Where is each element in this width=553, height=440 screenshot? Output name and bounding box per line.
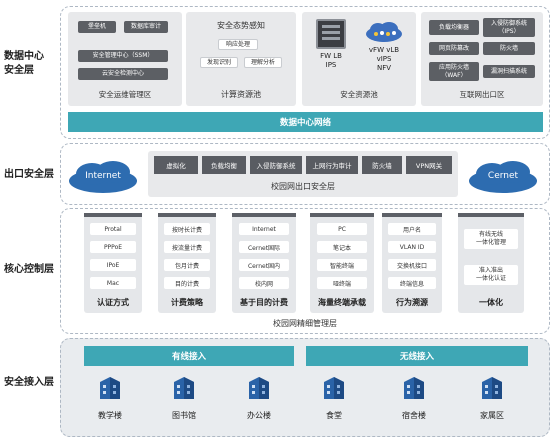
integration-column: 有线无线 一体化管理 准入准出 一体化认证 一体化 xyxy=(458,213,524,313)
cernet-cloud-label: Cernet xyxy=(487,171,519,181)
vpn-gateway: VPN网关 xyxy=(406,156,452,174)
purpose-billing-title: 基于目的计费 xyxy=(240,298,288,307)
trace-item: 终端信息 xyxy=(388,277,436,289)
purpose-item: Cernet国际 xyxy=(239,241,289,253)
core-layer-label: 核心控制层 xyxy=(4,264,54,275)
trace-item: VLAN ID xyxy=(388,241,436,253)
building-library-label: 图书馆 xyxy=(172,411,196,420)
building-teaching-label: 教学楼 xyxy=(98,411,122,420)
firewall-exit: 防火墙 xyxy=(362,156,402,174)
purpose-billing-column: Internet Cernet国际 Cernet国内 校内网 基于目的计费 xyxy=(232,213,296,313)
ops-panel: 堡垒机 数据库审计 安全管理中心（SSM） 云安全检测中心 安全运维管理区 xyxy=(68,12,182,106)
building-dorm-label: 宿舍楼 xyxy=(402,411,426,420)
terminal-title: 海量终端承载 xyxy=(318,298,366,307)
terminal-item: 智能终端 xyxy=(317,259,367,271)
purpose-item: Internet xyxy=(239,223,289,235)
terminal-column: PC 笔记本 智能终端 哑终端 海量终端承载 xyxy=(310,213,374,313)
response-handling: 响应处理 xyxy=(218,39,258,50)
ops-panel-title: 安全运维管理区 xyxy=(98,90,152,99)
billing-policy-title: 计费策略 xyxy=(171,298,203,307)
compute-panel-title: 计算资源池 xyxy=(221,90,261,99)
vuln-scanner: 漏洞扫描系统 xyxy=(483,65,535,78)
building-family-icon xyxy=(478,374,506,402)
bastion-host: 堡垒机 xyxy=(78,21,116,33)
trace-column: 用户名 VLAN ID 交换机接口 终端信息 行为溯源 xyxy=(382,213,442,313)
building-family-label: 家属区 xyxy=(480,411,504,420)
integration-item: 有线无线 一体化管理 xyxy=(464,229,518,249)
access-layer-label: 安全接入层 xyxy=(4,377,54,388)
billing-item: 按流量计费 xyxy=(164,241,210,253)
ips-system: 入侵防御系统（IPS） xyxy=(483,18,535,37)
auth-method-title: 认证方式 xyxy=(97,298,129,307)
core-footer-title: 校园网精细管理层 xyxy=(273,319,337,328)
building-office-label: 办公楼 xyxy=(247,411,271,420)
internet-exit-panel-title: 互联网出口区 xyxy=(459,90,505,99)
auth-item: Protal xyxy=(90,223,136,235)
firewall-dc: 防火墙 xyxy=(483,42,535,55)
virtualization: 虚拟化 xyxy=(154,156,198,174)
wireless-access-bar: 无线接入 xyxy=(306,346,528,366)
internet-cloud: Internet xyxy=(66,159,140,195)
cernet-cloud: Cernet xyxy=(466,159,540,195)
integration-item: 准入准出 一体化认证 xyxy=(464,265,518,285)
building-canteen-label: 食堂 xyxy=(326,411,342,420)
billing-policy-column: 按时长计费 按流量计费 包月计费 目的计费 计费策略 xyxy=(158,213,216,313)
billing-item: 包月计费 xyxy=(164,259,210,271)
waf: 应用防火墙（WAF） xyxy=(429,62,479,81)
behavior-audit: 上网行为审计 xyxy=(306,156,358,174)
internet-cloud-label: Internet xyxy=(85,171,121,181)
building-office-icon xyxy=(245,374,273,402)
building-teaching-icon xyxy=(96,374,124,402)
situation-awareness: 安全态势感知 xyxy=(217,21,265,30)
load-balancing: 负载均衡 xyxy=(202,156,246,174)
resource-panel-title: 安全资源池 xyxy=(340,90,378,99)
compute-panel: 安全态势感知 响应处理 发现识别 理解分析 计算资源池 xyxy=(186,12,296,106)
virtual-text: vFW vLB vIPS NFV xyxy=(368,46,400,72)
intrusion-prevention: 入侵防御系统 xyxy=(250,156,302,174)
purpose-item: Cernet国内 xyxy=(239,259,289,271)
wired-access-bar: 有线接入 xyxy=(84,346,294,366)
building-library-icon xyxy=(170,374,198,402)
exit-panel-title: 校园网出口安全层 xyxy=(271,182,335,191)
trace-item: 交换机接口 xyxy=(388,259,436,271)
auth-method-column: Protal PPPoE IPoE Mac 认证方式 xyxy=(84,213,142,313)
terminal-item: 哑终端 xyxy=(317,277,367,289)
exit-layer-label: 出口安全层 xyxy=(4,169,54,180)
resource-panel: FW LB IPS vFW vLB vIPS NFV 安全资源池 xyxy=(302,12,416,106)
building-dorm-icon xyxy=(400,374,428,402)
dc-network-bar: 数据中心网络 xyxy=(68,112,543,132)
internet-exit-panel: 负载均衡器 入侵防御系统（IPS） 网页防篡改 防火墙 应用防火墙（WAF） 漏… xyxy=(421,12,543,106)
ssm-center: 安全管理中心（SSM） xyxy=(78,50,168,62)
auth-item: Mac xyxy=(90,277,136,289)
billing-item: 按时长计费 xyxy=(164,223,210,235)
terminal-item: 笔记本 xyxy=(317,241,367,253)
auth-item: IPoE xyxy=(90,259,136,271)
discovery-identification: 发现识别 xyxy=(200,57,238,68)
hardware-device-icon xyxy=(316,19,346,49)
purpose-item: 校内网 xyxy=(239,277,289,289)
hardware-text: FW LB IPS xyxy=(320,52,342,69)
web-tamper-protection: 网页防篡改 xyxy=(429,42,479,55)
cloud-security-center: 云安全检测中心 xyxy=(78,68,168,80)
building-canteen-icon xyxy=(320,374,348,402)
dc-layer-label: 数据中心 安全层 xyxy=(4,51,44,76)
trace-item: 用户名 xyxy=(388,223,436,235)
virtual-cloud-icon xyxy=(364,21,404,43)
integration-title: 一体化 xyxy=(479,298,503,307)
db-audit: 数据库审计 xyxy=(124,21,168,33)
trace-title: 行为溯源 xyxy=(396,298,428,307)
exit-panel: 虚拟化 负载均衡 入侵防御系统 上网行为审计 防火墙 VPN网关 校园网出口安全… xyxy=(148,151,458,197)
understanding-analysis: 理解分析 xyxy=(244,57,282,68)
terminal-item: PC xyxy=(317,223,367,235)
billing-item: 目的计费 xyxy=(164,277,210,289)
load-balancer: 负载均衡器 xyxy=(429,20,479,35)
auth-item: PPPoE xyxy=(90,241,136,253)
